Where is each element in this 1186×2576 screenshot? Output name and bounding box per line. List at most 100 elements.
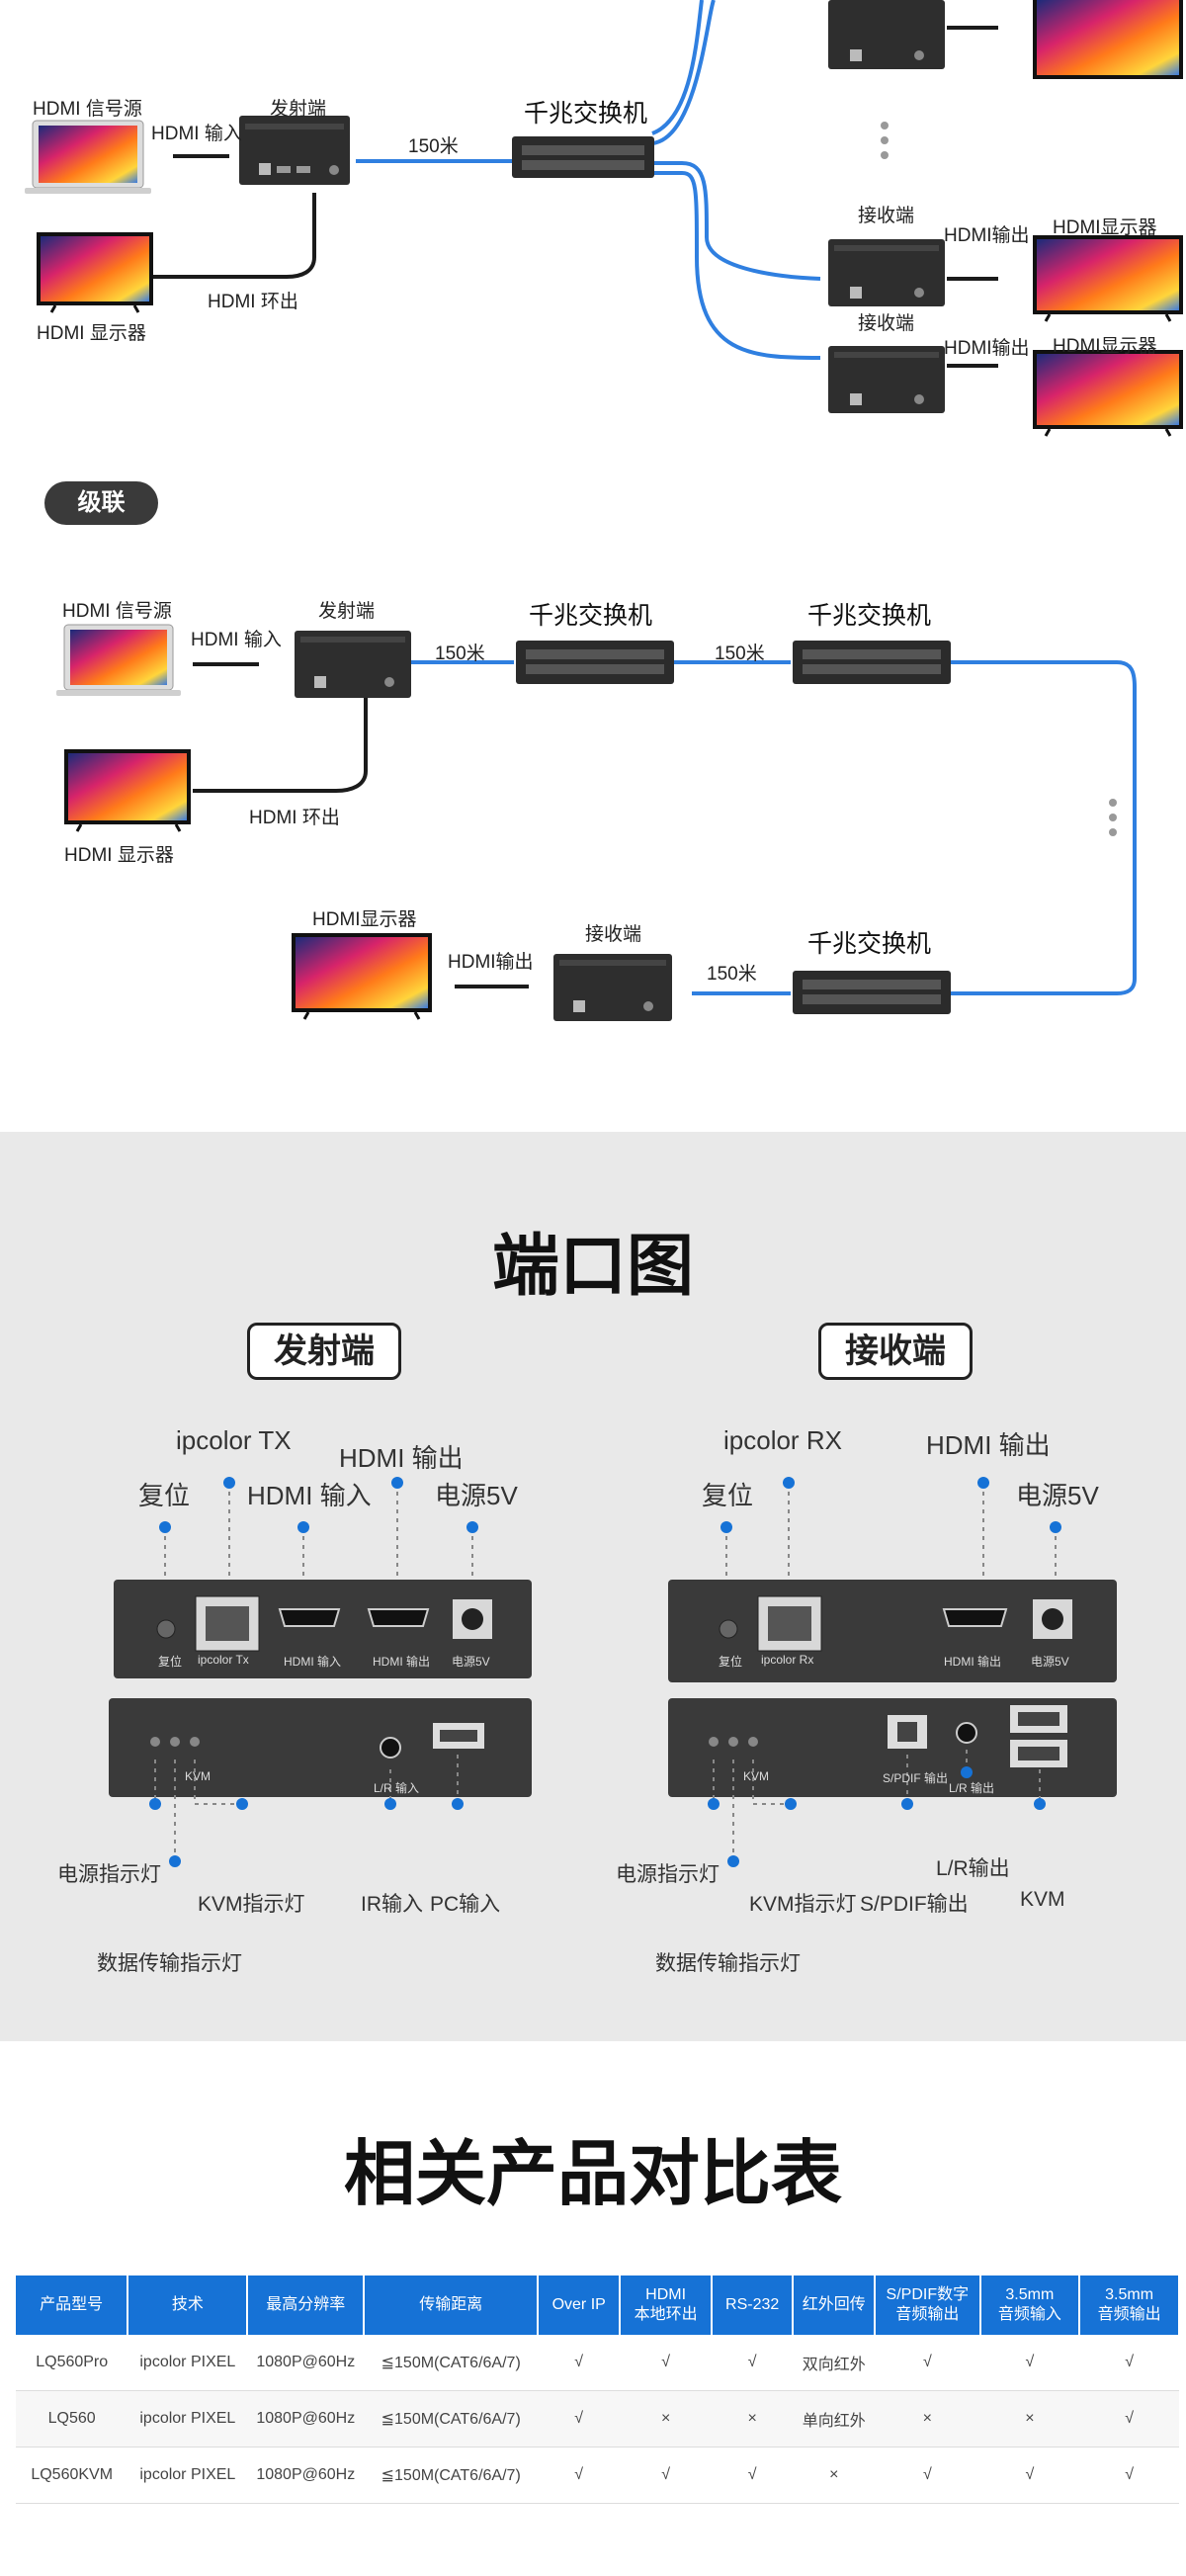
cable-switch-rx4 bbox=[652, 171, 821, 360]
tx-label-reset: 复位 bbox=[138, 1481, 191, 1510]
cas-hdmi-out-label: HDMI输出 bbox=[448, 952, 534, 973]
rx-bottom-spdif: S/PDIF输出 bbox=[860, 1893, 969, 1916]
table-cell: × bbox=[875, 2390, 980, 2447]
rx-device-1 bbox=[828, 0, 945, 69]
tx-title: 发射端 bbox=[247, 1323, 401, 1380]
table-cell: √ bbox=[711, 2335, 794, 2391]
tx-bottom-ir: IR输入 bbox=[361, 1893, 423, 1916]
d1-source-label: HDMI 信号源 bbox=[33, 99, 142, 120]
table-cell: √ bbox=[875, 2447, 980, 2504]
more-dots bbox=[881, 122, 889, 159]
cascade-tx-device bbox=[295, 631, 411, 698]
cable-switch-rx3 bbox=[652, 161, 821, 281]
rx-display-3 bbox=[1033, 350, 1183, 437]
rx-panel-power: 电源5V bbox=[1031, 1655, 1069, 1669]
table-cell: √ bbox=[875, 2335, 980, 2391]
table-cell: √ bbox=[538, 2447, 621, 2504]
table-cell: √ bbox=[1079, 2390, 1179, 2447]
cascade-pill: 级联 bbox=[44, 481, 158, 525]
rx-display-1 bbox=[1033, 0, 1183, 79]
table-cell: LQ560 bbox=[16, 2390, 128, 2447]
tx-panel-power: 电源5V bbox=[452, 1655, 490, 1669]
d1-rx-label-2: 接收端 bbox=[858, 206, 915, 226]
display-monitor bbox=[37, 232, 153, 313]
tx-bottom-data-led: 数据传输指示灯 bbox=[97, 1952, 242, 1975]
rx-label-ipcolor: ipcolor RX bbox=[723, 1425, 842, 1455]
cascade-cable-loop bbox=[949, 660, 1137, 995]
rx-panel-lr: L/R 输出 bbox=[949, 1781, 995, 1795]
compare-header: Over IP bbox=[538, 2275, 622, 2335]
rx-bottom-kvm-led: KVM指示灯 bbox=[749, 1893, 857, 1916]
table-cell: 1080P@60Hz bbox=[247, 2335, 365, 2391]
rx-bottom-data-led: 数据传输指示灯 bbox=[655, 1952, 801, 1975]
table-cell: √ bbox=[979, 2335, 1080, 2391]
tx-label-ipcolor: ipcolor TX bbox=[176, 1425, 292, 1455]
cas-loop-out-label: HDMI 环出 bbox=[249, 808, 340, 828]
diagram-1 bbox=[25, 0, 1183, 437]
rx-title: 接收端 bbox=[818, 1323, 973, 1380]
d1-distance-label: 150米 bbox=[408, 136, 459, 157]
table-cell: ≦150M(CAT6/6A/7) bbox=[364, 2390, 539, 2447]
tx-bottom-kvm-led: KVM指示灯 bbox=[198, 1893, 305, 1916]
rx-bottom-kvm: KVM bbox=[1020, 1888, 1065, 1911]
tx-label-hdmi-in: HDMI 输入 bbox=[247, 1481, 372, 1510]
compare-header: S/PDIF数字音频输出 bbox=[875, 2275, 981, 2335]
rx-back-panel bbox=[668, 1698, 1117, 1797]
tx-panel-hdmi-out: HDMI 输出 bbox=[373, 1655, 430, 1669]
rx-bottom-power-led: 电源指示灯 bbox=[616, 1863, 720, 1886]
compare-title: 相关产品对比表 bbox=[343, 2135, 842, 2214]
cas-rx-label: 接收端 bbox=[585, 924, 642, 945]
cascade-loop-cable bbox=[193, 697, 368, 793]
compare-header: 传输距离 bbox=[364, 2275, 540, 2335]
d1-rx-label-3: 接收端 bbox=[858, 313, 915, 334]
cascade-switch-1 bbox=[516, 641, 674, 684]
tx-bottom-pc: PC输入 bbox=[430, 1893, 501, 1916]
d1-loop-out-label: HDMI 环出 bbox=[208, 292, 298, 312]
table-cell: LQ560Pro bbox=[16, 2335, 128, 2391]
rx-label-hdmi-out: HDMI 输出 bbox=[926, 1430, 1051, 1460]
table-cell: √ bbox=[620, 2335, 712, 2391]
table-cell: ipcolor PIXEL bbox=[127, 2447, 248, 2504]
cascade-dots bbox=[1109, 799, 1117, 836]
rx-label-power: 电源5V bbox=[1016, 1481, 1099, 1510]
cas-hdmi-in-label: HDMI 输入 bbox=[191, 630, 282, 650]
switch-device bbox=[512, 136, 654, 178]
ports-title: 端口图 bbox=[491, 1229, 694, 1304]
table-cell: √ bbox=[711, 2447, 794, 2504]
table-cell: × bbox=[711, 2390, 794, 2447]
cascade-display bbox=[64, 749, 191, 832]
cas-switch-label-1: 千兆交换机 bbox=[529, 602, 653, 630]
cas-tx-label: 发射端 bbox=[318, 601, 376, 622]
table-cell: LQ560KVM bbox=[16, 2447, 128, 2504]
rx-device-2 bbox=[828, 239, 945, 306]
cascade-rx-device bbox=[553, 954, 672, 1021]
table-cell: √ bbox=[538, 2390, 621, 2447]
table-cell: ≦150M(CAT6/6A/7) bbox=[364, 2335, 539, 2391]
table-cell: 1080P@60Hz bbox=[247, 2390, 365, 2447]
cas-distance-3: 150米 bbox=[707, 964, 757, 985]
diagram-cascade bbox=[56, 624, 1137, 1021]
rx-panel-hdmi-out: HDMI 输出 bbox=[944, 1655, 1001, 1669]
rx-front-panel bbox=[668, 1580, 1117, 1682]
compare-header: 最高分辨率 bbox=[247, 2275, 366, 2335]
tx-label-power: 电源5V bbox=[435, 1481, 518, 1510]
table-cell: ≦150M(CAT6/6A/7) bbox=[364, 2447, 539, 2504]
rx-panel-spdif: S/PDIF 输出 bbox=[883, 1771, 949, 1785]
table-cell: √ bbox=[538, 2335, 621, 2391]
table-cell: 1080P@60Hz bbox=[247, 2447, 365, 2504]
table-cell: √ bbox=[1079, 2335, 1179, 2391]
rx-label-reset: 复位 bbox=[702, 1481, 754, 1510]
tx-device bbox=[239, 116, 350, 185]
table-cell: √ bbox=[979, 2447, 1080, 2504]
laptop-source bbox=[25, 120, 151, 194]
tx-label-hdmi-out: HDMI 输出 bbox=[339, 1443, 464, 1473]
table-cell: √ bbox=[620, 2447, 712, 2504]
table-cell: × bbox=[620, 2390, 712, 2447]
